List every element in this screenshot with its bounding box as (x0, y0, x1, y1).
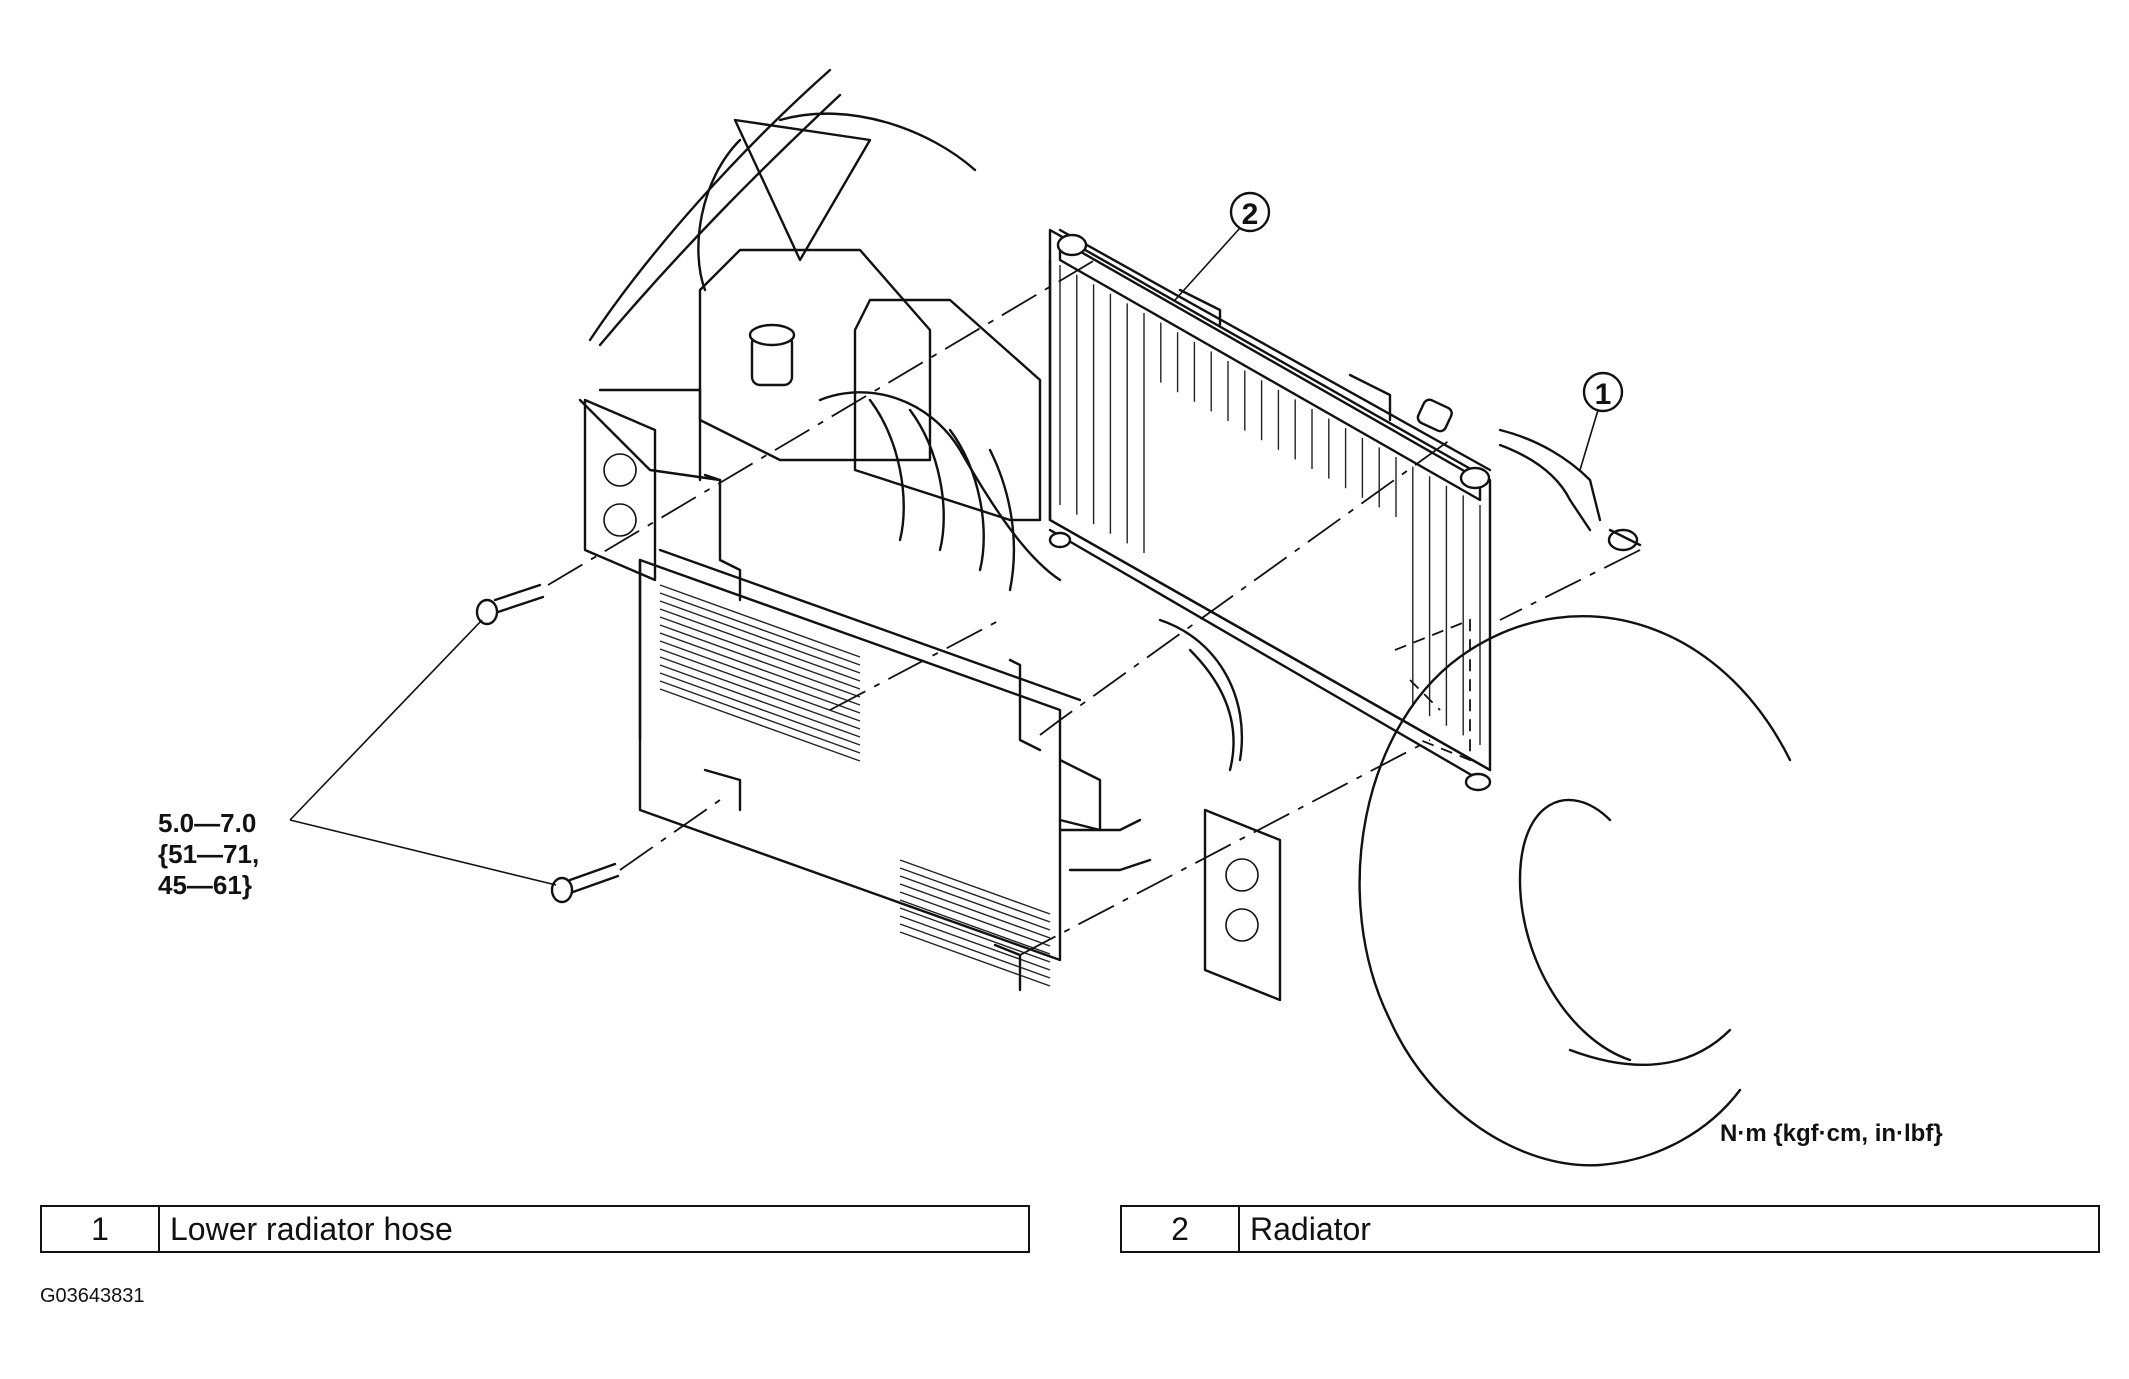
legend-row-2: 2 Radiator (1120, 1205, 2100, 1253)
torque-unit-note: N·m {kgf·cm, in·lbf} (1720, 1120, 1943, 1147)
condenser-fin (899, 859, 1051, 915)
condenser-fin (899, 875, 1051, 931)
condenser-fin (899, 923, 1051, 979)
lower-radiator-hose (1498, 428, 1642, 552)
condenser-fin (899, 891, 1051, 947)
left-body-bracket (583, 398, 657, 582)
legend-label: Radiator (1250, 1210, 1371, 1247)
radiator-body (1048, 228, 1492, 792)
condenser-fin (659, 640, 861, 714)
condenser-fin (659, 584, 861, 658)
condenser-fin (659, 648, 861, 722)
torque-line-3: 45—61} (158, 870, 252, 900)
condenser-fin (659, 664, 861, 738)
torque-spec: 5.0—7.0 {51—71, 45—61} (158, 808, 259, 901)
condenser-fin (899, 899, 1051, 955)
condenser-fin (659, 600, 861, 674)
condenser-fin (659, 632, 861, 706)
callout-1-number: 1 (1595, 378, 1612, 411)
upper-mounting-bolt (475, 583, 545, 626)
condenser-fin (899, 931, 1051, 987)
legend-number: 1 (42, 1207, 160, 1251)
alignment-lines (547, 259, 1641, 956)
lower-mounting-bolt (550, 862, 620, 904)
condenser-fin (659, 624, 861, 698)
torque-line-1: 5.0—7.0 (158, 808, 257, 838)
legend-label: Lower radiator hose (170, 1210, 453, 1247)
engine-compartment (578, 248, 1244, 772)
callout-2-number: 2 (1242, 198, 1259, 231)
right-body-bracket (1203, 808, 1282, 1002)
legend-row-1: 1 Lower radiator hose (40, 1205, 1030, 1253)
figure-id: G03643831 (40, 1285, 145, 1307)
condenser-fin (899, 883, 1051, 939)
condenser-fin (659, 608, 861, 682)
condenser-fin (899, 915, 1051, 971)
vehicle-body-outline (588, 68, 977, 347)
condenser-fin (659, 672, 861, 746)
condenser-fin (659, 592, 861, 666)
condenser-fin (899, 867, 1051, 923)
condenser-fin (659, 688, 861, 762)
torque-line-2: {51—71, (158, 839, 260, 869)
callout-2: 2 (1229, 191, 1271, 233)
condenser-fin (899, 907, 1051, 963)
leader-lines (289, 227, 1599, 886)
legend-number: 2 (1122, 1207, 1240, 1251)
condenser-fin (659, 680, 861, 754)
front-tire (1358, 615, 1792, 1167)
ac-condenser (638, 473, 1152, 992)
callout-1: 1 (1582, 371, 1624, 413)
condenser-fin (659, 616, 861, 690)
condenser-fin (659, 656, 861, 730)
